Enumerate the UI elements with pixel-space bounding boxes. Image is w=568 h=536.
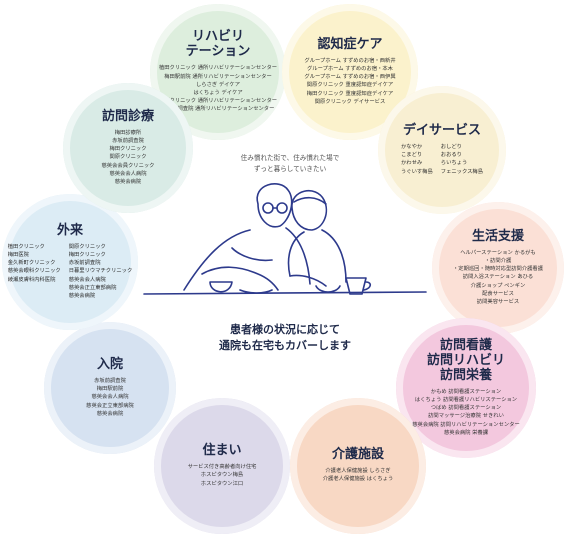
service-item: 梅田診療所 (114, 129, 142, 136)
service-item: 梅田クリニック 重度認知症デイケア (306, 90, 394, 97)
service-item: サービス付き高齢者向け住宅 (187, 464, 257, 471)
service-item: 慈英会病院 (114, 178, 142, 185)
service-item: らいちょう (440, 160, 468, 167)
service-title: 外来 (56, 222, 83, 238)
service-item: ホスピタウン梅島 (200, 472, 244, 479)
service-title: 訪問診療 (101, 108, 154, 124)
service-circle-housing: 住まいサービス付き高齢者向け住宅ホスピタウン梅島ホスピタウン江口 (154, 398, 290, 534)
service-item: 慈英会会人病院 (68, 276, 106, 283)
service-item-list: 赤坂前調査院梅田駅前院慈英会会人病院慈英会正立東部病院慈英会病院 (86, 377, 134, 418)
service-item: ・定期巡回・随時対応型訪問介護看護 (452, 266, 544, 273)
service-item: グループホーム すずめのお宿・西新井 (304, 57, 396, 64)
service-title: 訪問看護訪問リハビリ訪問栄養 (426, 337, 505, 383)
service-item: 梅田駅前院 通所リハビリテーションセンター (164, 73, 272, 80)
service-item: 梅田医院 (7, 251, 29, 258)
service-circle-homecare: 訪問看護訪問リハビリ訪問栄養かもめ 訪問看護ステーションはくちょう 訪問看護リハ… (396, 318, 536, 458)
service-circle-lifesupport: 生活支援ヘルパーステーション かるがも・訪問介護・定期巡回・随時対応型訪問介護看… (432, 202, 564, 334)
service-item: 梅田クリニック (68, 251, 106, 258)
service-item: 関原クリニック デイサービス (314, 98, 386, 105)
center-message: 患者様の状況に応じて 通院も在宅もカバーします (219, 323, 351, 352)
service-item: ホスピタウン江口 (200, 480, 244, 487)
service-item: うぐいす梅島 (400, 168, 433, 175)
service-item: 介護ショップ ペンギン (470, 282, 526, 289)
service-item: 日暮里リウマチクリニック (68, 268, 133, 275)
service-item: ヘルパーステーション かるがも (460, 249, 536, 256)
service-item-list: グループホーム すずめのお宿・西新井グループホーム すずめのお宿・本木グループホ… (304, 57, 395, 106)
service-item: 慈英会病院 訪問リハビリテーションセンター (412, 421, 520, 428)
service-title: 入院 (96, 357, 123, 373)
service-item: 関原クリニック 重度認知症デイケア (306, 82, 394, 89)
service-title: 住まい (202, 443, 242, 459)
service-item: 慈英会正立東部病院 (68, 284, 117, 291)
service-item: 梅田クリニック (109, 146, 147, 153)
service-item: 赤坂前調査院 (112, 137, 144, 144)
service-item: 関原クリニック (68, 243, 106, 250)
service-item: 赤坂前調査院 (94, 377, 126, 384)
service-item-column: 関原クリニック梅田クリニック赤坂前調査院日暮里リウマチクリニック慈英会会人病院慈… (69, 243, 133, 300)
service-item-column: おしどりおおるりらいちょうフェニックス梅島 (441, 143, 483, 176)
service-item: 訪問美容サービス (476, 298, 520, 305)
service-item: 介護老人保健施設 はくちょう (322, 476, 394, 483)
service-item-column: 植田クリニック梅田医院金久新町クリニック慈英会眼科クリニック綾瀬皮膚科内科医院 (8, 243, 61, 300)
service-item: 慈英会病院 (96, 410, 124, 417)
service-item: グループホーム すずめのお宿・本木 (307, 66, 393, 73)
service-item: こまどり (400, 152, 423, 159)
service-item: 配食サービス (482, 290, 514, 297)
service-item: 介護老人保健施設 しらさぎ (325, 468, 391, 475)
service-item: 関原クリニック 通所リハビリテーションセンター (158, 98, 278, 105)
service-item: はくちょう 訪問看護リハビリステーション (414, 397, 518, 403)
elderly-couple-illustration (143, 183, 427, 295)
service-item: 慈英会会人病院 (109, 170, 147, 177)
service-item: 慈英会正立東部病院 (86, 402, 134, 409)
service-item: 慈英会病院 (68, 292, 96, 299)
service-item: しらさぎ デイケア (195, 81, 241, 88)
service-item-column: かなやかこまどりかわせみうぐいす梅島 (401, 143, 433, 176)
service-item: かわせみ (400, 160, 423, 167)
service-item-list: 介護老人保健施設 しらさぎ介護老人保健施設 はくちょう (323, 467, 394, 483)
service-item-list: サービス付き高齢者向け住宅ホスピタウン梅島ホスピタウン江口 (188, 463, 257, 488)
service-circle-visiting: 訪問診療梅田診療所赤坂前調査院梅田クリニック関原クリニック慈英会会員クリニック慈… (63, 83, 193, 213)
service-item-list: かもめ 訪問看護ステーションはくちょう 訪問看護リハビリステーションつばめ 訪問… (412, 388, 520, 437)
service-item: フェニックス梅島 (440, 168, 483, 175)
service-title: デイサービス (402, 123, 481, 139)
service-item: グループホーム すずめのお宿・西伊興 (304, 74, 396, 81)
service-item: つばめ 訪問看護ステーション (430, 405, 502, 412)
service-title: リハビリテーション (185, 29, 251, 60)
service-item: 植田クリニック (7, 243, 45, 250)
service-item: 慈英会会人病院 (91, 394, 129, 401)
service-item-list: ヘルパーステーション かるがも・訪問介護・定期巡回・随時対応型訪問介護看護訪問入… (453, 249, 543, 306)
service-item: 訪問入浴ステーション あひる (462, 274, 534, 281)
tagline: 住み慣れた街で、住み慣れた場で ずっと暮らしていきたい (240, 154, 340, 174)
service-item: かなやか (400, 144, 423, 151)
service-item: 関原クリニック (109, 154, 147, 161)
service-item: 植田クリニック 通所リハビリテーションセンター (158, 65, 278, 72)
service-item: 赤坂前調査院 (68, 260, 101, 267)
service-item: 慈英会会員クリニック (101, 162, 155, 169)
service-item: ・訪問介護 (484, 257, 512, 264)
service-title: 生活支援 (471, 228, 524, 244)
service-item: 慈英会病院 栄養課 (443, 429, 489, 436)
service-item: 慈英会眼科クリニック (7, 268, 61, 275)
service-circle-hospital: 入院赤坂前調査院梅田駅前院慈英会会人病院慈英会正立東部病院慈英会病院 (44, 322, 176, 454)
service-item: 赤坂前調査院 通所リハビリテーションセンター (161, 106, 275, 113)
service-item-list: 梅田診療所赤坂前調査院梅田クリニック関原クリニック慈英会会員クリニック慈英会会人… (102, 129, 155, 186)
service-circle-outpatient: 外来植田クリニック梅田医院金久新町クリニック慈英会眼科クリニック綾瀬皮膚科内科医… (2, 194, 138, 330)
service-title: 認知症ケア (317, 36, 383, 52)
service-item: はくちょう デイケア (193, 89, 243, 96)
service-item-list: 植田クリニック 通所リハビリテーションセンター梅田駅前院 通所リハビリテーション… (159, 64, 277, 113)
service-item: 金久新町クリニック (7, 260, 56, 267)
service-circle-dayservice: デイサービスかなやかこまどりかわせみうぐいす梅島おしどりおおるりらいちょうフェニ… (378, 86, 506, 214)
service-title: 介護施設 (331, 447, 384, 463)
service-item: 梅田駅前院 (96, 386, 124, 393)
service-item: おおるり (440, 152, 462, 159)
service-item-columns: 植田クリニック梅田医院金久新町クリニック慈英会眼科クリニック綾瀬皮膚科内科医院関… (8, 243, 133, 300)
service-item: かもめ 訪問看護ステーション (430, 388, 502, 395)
service-item: 綾瀬皮膚科内科医院 (7, 276, 56, 283)
service-circle-nursing: 介護施設介護老人保健施設 しらさぎ介護老人保健施設 はくちょう (290, 398, 426, 534)
service-item: 訪問マッサージ治療院 せきれい (428, 413, 504, 420)
service-item: おしどり (440, 144, 462, 151)
service-item-columns: かなやかこまどりかわせみうぐいす梅島おしどりおおるりらいちょうフェニックス梅島 (401, 143, 483, 176)
